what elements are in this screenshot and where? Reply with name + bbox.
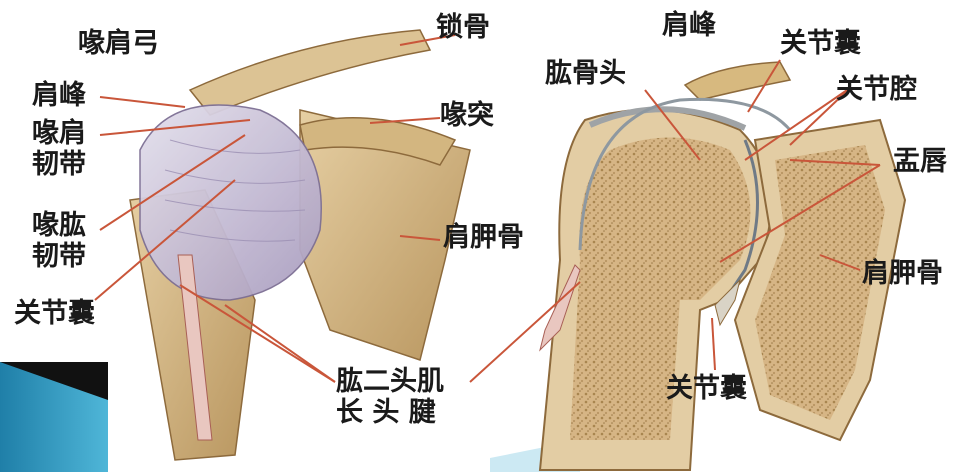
label-clavicle: 锁骨 — [436, 12, 490, 44]
slide-accent-shape — [0, 362, 108, 472]
label-biceps-long-head-tendon: 肱二头肌 长 头 腱 — [336, 366, 444, 428]
label-joint-capsule-top: 关节囊 — [780, 28, 861, 60]
label-coracoacromial-ligament-line1: 喙肩 — [32, 118, 86, 149]
label-humeral-head: 肱骨头 — [545, 58, 626, 90]
label-joint-cavity: 关节腔 — [836, 74, 917, 106]
label-coracoacromial-arch: 喙肩弓 — [78, 28, 159, 60]
label-biceps-line1: 肱二头肌 — [336, 366, 444, 397]
label-coracoacromial-ligament-line2: 韧带 — [32, 149, 86, 180]
label-coracoid-process: 喙突 — [440, 100, 494, 132]
capsule-ligament-shape — [140, 105, 321, 300]
label-coracoacromial-ligament: 喙肩 韧带 — [32, 118, 86, 180]
label-acromion-right: 肩峰 — [662, 10, 716, 42]
label-joint-capsule-bottom: 关节囊 — [666, 373, 747, 405]
label-joint-capsule-left: 关节囊 — [14, 298, 95, 330]
clavicle-shape — [190, 30, 430, 115]
label-scapula-right: 肩胛骨 — [862, 258, 943, 290]
label-acromion-left: 肩峰 — [32, 80, 86, 112]
label-glenoid-labrum: 盂唇 — [893, 146, 947, 178]
label-scapula-left: 肩胛骨 — [443, 222, 524, 254]
label-coracohumeral-ligament-line1: 喙肱 — [32, 210, 86, 241]
label-biceps-line2: 长 头 腱 — [336, 397, 444, 428]
label-coracohumeral-ligament: 喙肱 韧带 — [32, 210, 86, 272]
label-coracohumeral-ligament-line2: 韧带 — [32, 241, 86, 272]
